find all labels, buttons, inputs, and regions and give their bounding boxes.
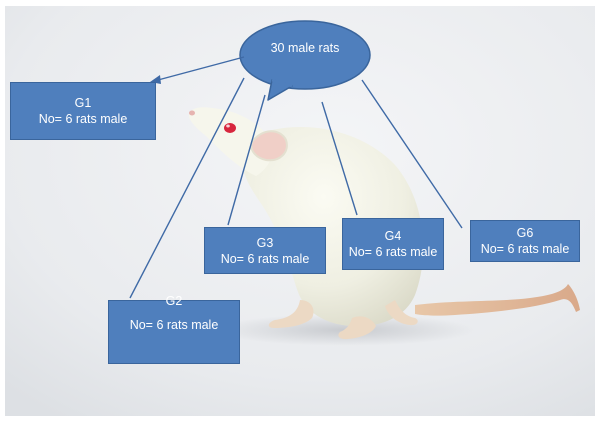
group-node-g6: G6 No= 6 rats male	[470, 220, 580, 262]
group-count: No= 6 rats male	[349, 244, 438, 260]
rat-ear	[251, 131, 287, 160]
rat-nose	[189, 111, 195, 116]
root-node-text: 30 male rats	[240, 40, 370, 56]
group-label: G3	[257, 235, 274, 251]
group-node-g2: G2 No= 6 rats male	[108, 300, 240, 364]
group-label: G1	[75, 95, 92, 111]
group-label: G6	[517, 225, 534, 241]
group-count: No= 6 rats male	[221, 251, 310, 267]
group-label: G2	[166, 293, 183, 309]
rat-eye	[224, 123, 236, 133]
group-node-g3: G3 No= 6 rats male	[204, 227, 326, 274]
group-count: No= 6 rats male	[130, 317, 219, 333]
group-count: No= 6 rats male	[481, 241, 570, 257]
group-node-g1: G1 No= 6 rats male	[10, 82, 156, 140]
group-label: G4	[385, 228, 402, 244]
group-node-g4: G4 No= 6 rats male	[342, 218, 444, 270]
group-count: No= 6 rats male	[39, 111, 128, 127]
